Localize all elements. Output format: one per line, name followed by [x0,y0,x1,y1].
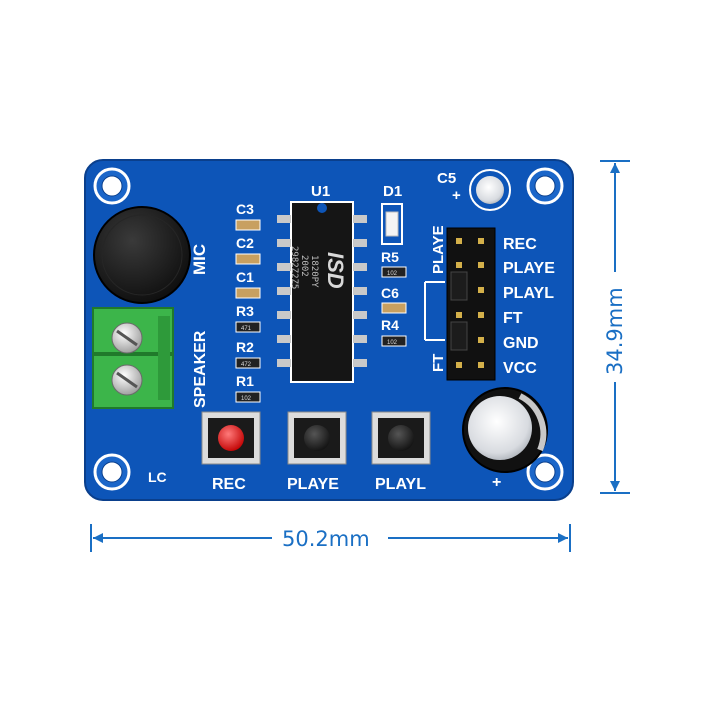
screw-terminal [92,307,174,409]
smd-code-r3: 471 [241,326,252,332]
electrolytic-capacitor [462,387,548,473]
label-c3: C3 [236,201,254,217]
label-btn-playe: PLAYE [287,476,339,493]
smd-code-r1: 102 [241,396,252,402]
height-dimension [600,160,630,494]
pin-label-playl: PLAYL [503,285,554,302]
pin-label-gnd: GND [503,335,539,352]
label-u1: U1 [311,183,330,200]
chip-brand: ISD [323,252,348,289]
jumper-cap-2 [450,321,468,351]
label-r5: R5 [381,249,399,265]
jumper-cap-1 [450,271,468,301]
capacitor-c5 [469,169,511,211]
label-speaker: SPEAKER [192,330,209,408]
label-r4: R4 [381,317,399,333]
label-mic: MIC [190,244,209,275]
label-jumper-ft: FT [430,354,447,372]
microphone [93,206,191,304]
button-rec [201,411,261,465]
pin-header [446,227,496,381]
smd-code-r5: 102 [387,271,398,277]
label-r2: R2 [236,339,254,355]
label-jumper-playe: PLAYE [430,225,447,274]
pin-label-rec: REC [503,236,537,253]
pin-label-playe: PLAYE [503,260,555,277]
label-d1: D1 [383,183,402,200]
ic-chip: ISD 1820PY 2002 2982Z2Z5 [277,201,367,383]
chip-line3: 2982Z2Z5 [289,246,299,289]
smd-middle-column: R5 102 C6 R4 102 [381,249,407,347]
mounting-holes [93,167,564,491]
width-label: 50.2mm [282,527,370,551]
label-c5: C5 [437,170,456,187]
jumper-silk-lines [424,281,445,341]
width-dimension [90,524,571,552]
height-label: 34.9mm [603,287,627,375]
led-d1 [381,203,403,245]
chip-line1: 1820PY [309,255,319,288]
button-playl [371,411,431,465]
smd-code-r2: 472 [241,362,252,368]
label-c1: C1 [236,269,254,285]
label-r3: R3 [236,303,254,319]
pin-label-ft: FT [503,310,523,327]
button-playe [287,411,347,465]
label-btn-rec: REC [212,476,246,493]
label-cap-plus: + [492,474,501,491]
smd-left-column: C3 C2 C1 R3 471 R2 472 R1 102 [235,201,261,403]
pin-label-vcc: VCC [503,360,537,377]
label-btn-playl: PLAYL [375,476,426,493]
chip-line2: 2002 [299,255,309,277]
logo-lc: LC [148,469,167,485]
label-c6: C6 [381,285,399,301]
smd-code-r4: 102 [387,340,398,346]
pin-labels: REC PLAYE PLAYL FT GND VCC [503,236,555,377]
label-r1: R1 [236,373,254,389]
label-c2: C2 [236,235,254,251]
label-c5-plus: + [452,187,461,204]
